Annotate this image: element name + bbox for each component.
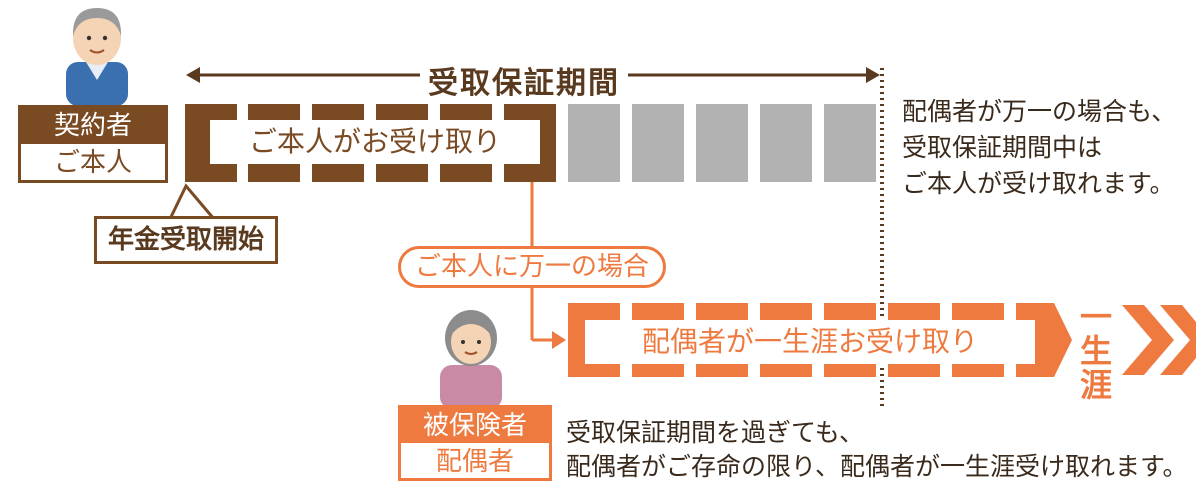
bottom-note: 受取保証期間を過ぎても、 配偶者がご存命の限り、配偶者が一生涯受け取れます。 [566, 416, 1188, 484]
note-line: 配偶者がご存命の限り、配偶者が一生涯受け取れます。 [566, 452, 1188, 481]
right-note: 配偶者が万一の場合も、 受取保証期間中は ご本人が受け取れます。 [902, 94, 1194, 202]
guarantee-remaining-bar [568, 104, 876, 182]
contractor-who: ご本人 [53, 148, 132, 178]
insured-box: 被保険者 配偶者 [398, 405, 552, 481]
insured-role: 被保険者 [401, 408, 549, 443]
note-line: 配偶者が万一の場合も、 [902, 97, 1177, 126]
contractor-role: 契約者 [21, 108, 165, 144]
note-line: ご本人が受け取れます。 [902, 169, 1175, 198]
callout-pointer [167, 183, 218, 221]
note-line: 受取保証期間を過ぎても、 [566, 418, 865, 447]
lifelong-char: 涯 [1079, 366, 1112, 404]
contractor-box: 契約者 ご本人 [18, 105, 168, 183]
elderly-woman-icon [440, 310, 502, 409]
self-receiving-label: ご本人がお受け取り [210, 120, 540, 164]
arrow-right-icon [552, 331, 566, 349]
note-line: 受取保証期間中は [902, 133, 1103, 162]
insured-who: 配偶者 [435, 447, 514, 477]
double-chevron-right-icon [1122, 305, 1196, 375]
emergency-label: ご本人に万一の場合 [398, 246, 666, 288]
lifelong-label: 一 生 涯 [1074, 300, 1118, 402]
pension-start-label: 年金受取開始 [94, 216, 278, 264]
lifelong-char: 一 [1079, 298, 1112, 336]
spouse-receiving-label: 配偶者が一生涯お受け取り [585, 320, 1035, 364]
guarantee-period-label: 受取保証期間 [420, 58, 628, 102]
lifelong-char: 生 [1079, 332, 1112, 370]
elderly-man-icon [66, 8, 128, 106]
